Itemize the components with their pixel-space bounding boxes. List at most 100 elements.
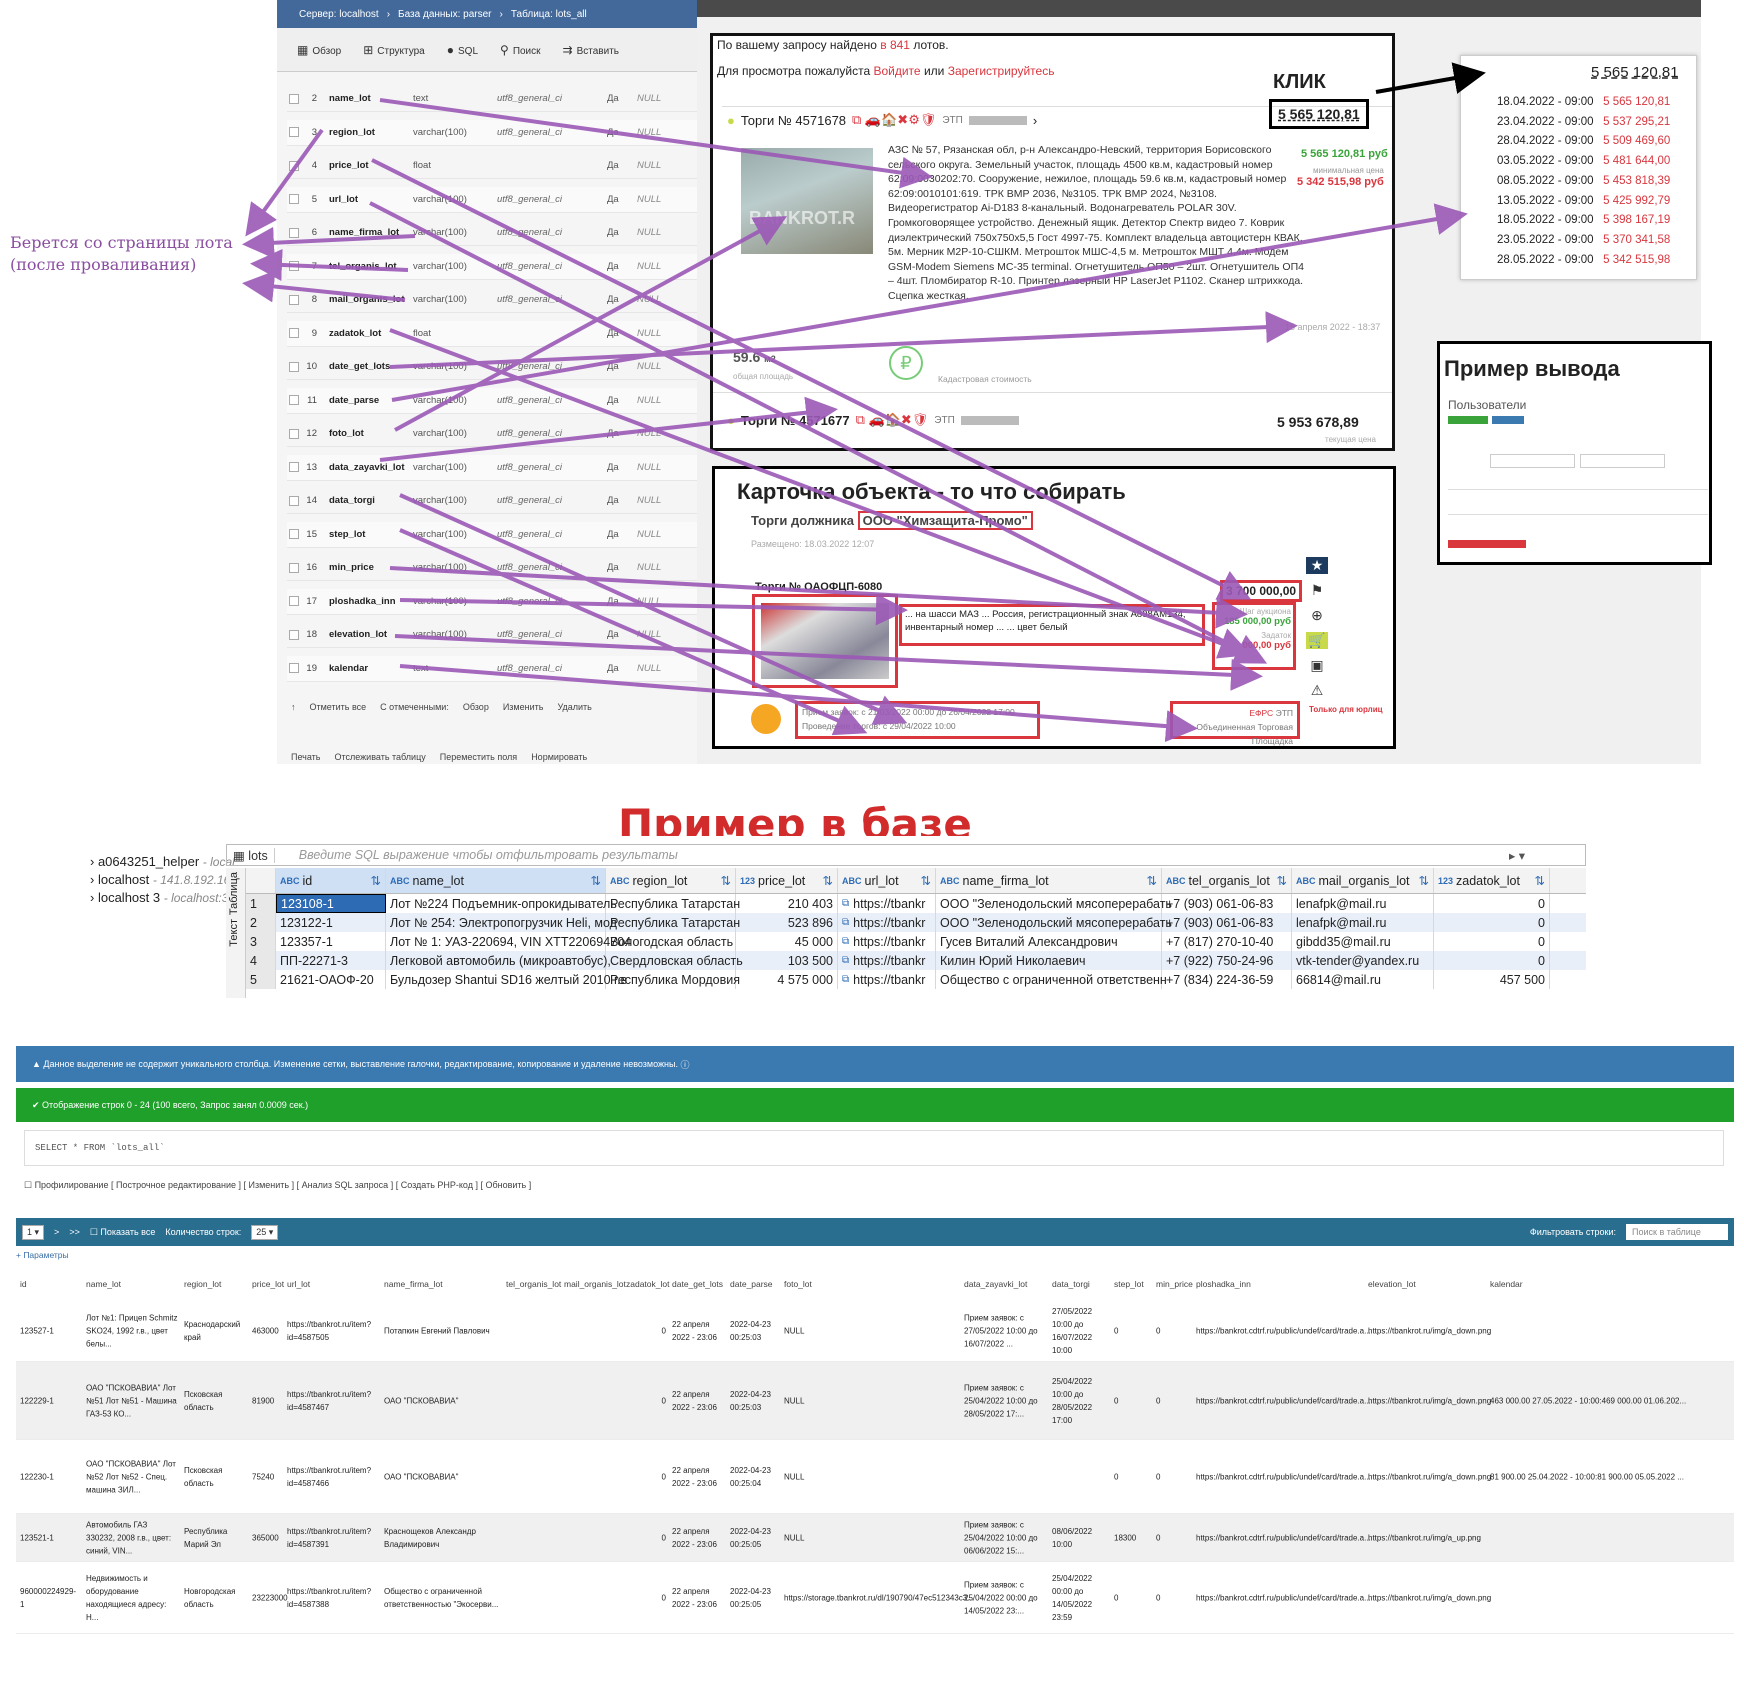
- briefcase-icon[interactable]: ▣: [1310, 657, 1324, 673]
- row-checkbox[interactable]: [289, 495, 299, 506]
- lot1-price[interactable]: 5 565 120,81: [1269, 99, 1369, 129]
- row-checkbox[interactable]: [289, 194, 299, 204]
- grid-cell[interactable]: 0: [1434, 932, 1550, 951]
- tree-node[interactable]: › a0643251_helper - local: [90, 854, 235, 869]
- page-select[interactable]: 1 ▾: [22, 1224, 45, 1240]
- grid-cell[interactable]: Бульдозер Shantui SD16 желтый 2010 г.в: [386, 970, 627, 989]
- sort-filter-icon[interactable]: ⇅: [920, 874, 931, 888]
- side-tab-table[interactable]: Таблица: [228, 872, 240, 916]
- table-search-input[interactable]: Поиск в таблице: [1626, 1224, 1728, 1240]
- row-checkbox[interactable]: [289, 93, 299, 104]
- grid-cell[interactable]: 123108-1: [276, 894, 386, 913]
- grid-cell[interactable]: 1: [246, 894, 276, 913]
- column-header[interactable]: kalendar: [1490, 1279, 1523, 1289]
- grid-cell[interactable]: 3: [246, 932, 276, 951]
- link-icon[interactable]: ⧉: [842, 955, 850, 966]
- lot1-title[interactable]: Торги № 4571678: [740, 112, 847, 128]
- grid-cell[interactable]: 4: [246, 951, 276, 970]
- grid-cell[interactable]: +7 (834) 224-36-59: [1162, 970, 1292, 989]
- column-header[interactable]: data_zayavki_lot: [964, 1279, 1028, 1289]
- row-checkbox[interactable]: [289, 529, 299, 539]
- grid-cell[interactable]: +7 (817) 270-10-40: [1162, 932, 1292, 951]
- edit-selected-button[interactable]: Изменить: [502, 702, 544, 712]
- row-checkbox[interactable]: [289, 294, 299, 305]
- column-header[interactable]: price_lot: [252, 1279, 285, 1289]
- row-checkbox[interactable]: [289, 428, 299, 439]
- side-tab-text[interactable]: Текст: [228, 919, 240, 947]
- row-checkbox[interactable]: [289, 462, 299, 472]
- grid-cell[interactable]: +7 (903) 061-06-83: [1162, 894, 1292, 913]
- column-header[interactable]: tel_organis_lot: [506, 1279, 562, 1289]
- grid-cell[interactable]: 103 500: [736, 951, 838, 970]
- column-header[interactable]: mail_organis_lot: [564, 1279, 626, 1289]
- column-header[interactable]: zadatok_lot: [626, 1279, 670, 1289]
- filter-input[interactable]: Введите SQL выражение чтобы отфильтроват…: [298, 848, 678, 862]
- column-header[interactable]: elevation_lot: [1368, 1279, 1416, 1289]
- grid-cell[interactable]: 2: [246, 913, 276, 932]
- link-icon[interactable]: ⧉: [842, 898, 850, 909]
- column-header[interactable]: date_get_lots: [672, 1279, 724, 1289]
- grid-cell[interactable]: ООО "Зеленодольский мясоперерабать: [936, 894, 1172, 913]
- refresh-button[interactable]: [1492, 416, 1524, 424]
- sort-filter-icon[interactable]: ⇅: [370, 874, 381, 888]
- grid-cell[interactable]: +7 (922) 750-24-96: [1162, 951, 1292, 970]
- column-header[interactable]: min_price: [1156, 1279, 1193, 1289]
- browse-selected-button[interactable]: Обзор: [462, 702, 489, 712]
- grid-cell[interactable]: gibdd35@mail.ru: [1292, 932, 1434, 951]
- grid-cell[interactable]: lenafpk@mail.ru: [1292, 913, 1434, 932]
- filter-controls[interactable]: ▸ ▾: [1508, 848, 1525, 863]
- lot2-title[interactable]: Торги № 4571677: [740, 412, 850, 428]
- row-checkbox[interactable]: [289, 395, 299, 405]
- tab-structure[interactable]: ⊞Структура: [363, 42, 425, 57]
- rows-count-select[interactable]: 25 ▾: [251, 1224, 279, 1240]
- move-columns-link[interactable]: Переместить поля: [439, 752, 518, 762]
- grid-cell[interactable]: 0: [1434, 951, 1550, 970]
- grid-cell[interactable]: 210 403: [736, 894, 838, 913]
- star-icon[interactable]: ★: [1306, 557, 1328, 574]
- grid-cell[interactable]: Общество с ограниченной ответственн: [936, 970, 1167, 989]
- row-checkbox[interactable]: [289, 261, 299, 271]
- last-page-button[interactable]: >>: [69, 1227, 80, 1237]
- column-header[interactable]: step_lot: [1114, 1279, 1144, 1289]
- grid-cell[interactable]: 0: [1434, 913, 1550, 932]
- breadcrumb-table[interactable]: Таблица: lots_all: [510, 8, 587, 20]
- column-header[interactable]: url_lot: [287, 1279, 311, 1289]
- debtor-name[interactable]: ООО "Химзащита-Промо": [857, 511, 1033, 530]
- grid-cell[interactable]: Килин Юрий Николаевич: [936, 951, 1162, 970]
- grid-cell[interactable]: 523 896: [736, 913, 838, 932]
- grid-cell[interactable]: ⧉https://tbankr: [838, 894, 936, 913]
- breadcrumb-server[interactable]: Сервер: localhost: [299, 8, 379, 20]
- card-lot-title[interactable]: Торги № ОАОФЦП-6080: [755, 581, 883, 593]
- row-checkbox[interactable]: [289, 160, 299, 171]
- show-all-checkbox[interactable]: ☐ Показать все: [89, 1226, 156, 1237]
- column-header[interactable]: name_lot: [86, 1279, 121, 1289]
- column-header[interactable]: foto_lot: [784, 1279, 812, 1289]
- row-checkbox[interactable]: [289, 562, 299, 573]
- normalize-link[interactable]: Нормировать: [531, 752, 588, 762]
- column-header[interactable]: date_parse: [730, 1279, 773, 1289]
- grid-cell[interactable]: ⧉https://tbankr: [838, 951, 936, 970]
- delete-selected-button[interactable]: Удалить: [557, 702, 592, 712]
- warning-icon[interactable]: ⚠: [1310, 682, 1324, 698]
- delete-button[interactable]: [1448, 540, 1526, 548]
- tab-browse[interactable]: ▦Обзор: [297, 42, 342, 57]
- grid-cell[interactable]: Вологодская область: [606, 932, 736, 951]
- link-icon[interactable]: ⧉: [842, 974, 850, 985]
- breadcrumb-database[interactable]: База данных: parser: [398, 8, 492, 20]
- register-link[interactable]: Зарегистрируйтесь: [947, 64, 1055, 78]
- check-all-link[interactable]: Отметить все: [309, 702, 367, 712]
- link-icon[interactable]: ⧉: [842, 917, 850, 928]
